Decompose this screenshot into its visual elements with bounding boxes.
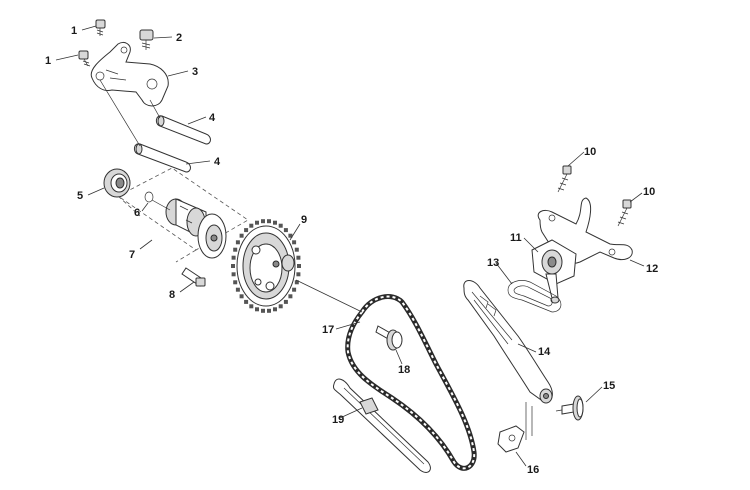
callout-7: 7 [129, 249, 135, 261]
callout-1-top: 1 [71, 25, 77, 37]
sprocket-tooth [261, 219, 265, 224]
bracket-plate-part-3 [90, 41, 169, 107]
callout-13: 13 [487, 257, 499, 269]
pin-part-8 [181, 267, 206, 287]
camshaft-part-7 [165, 198, 227, 259]
callout-labels: 1 1 2 3 4 4 5 6 7 8 9 10 10 11 12 13 14 … [45, 25, 658, 476]
sprocket-tooth [249, 304, 254, 309]
timing-chain-part-17 [345, 294, 477, 471]
sprocket-tooth [297, 264, 301, 268]
sprocket-tooth [273, 307, 277, 312]
bolt-part-1a [95, 19, 106, 36]
pin-part-4a [155, 115, 211, 145]
callout-16: 16 [527, 464, 539, 476]
stopper-part-16 [497, 425, 525, 453]
sprocket-tooth [296, 272, 301, 277]
bracket-assembly [78, 19, 211, 173]
sprocket-tooth [261, 308, 265, 313]
sprocket-tooth [292, 287, 297, 292]
snap-ring-part-6 [144, 191, 154, 203]
bolt-part-1b [78, 50, 91, 67]
callout-8: 8 [169, 289, 175, 301]
callout-14: 14 [538, 346, 551, 358]
sprocket-tooth [288, 294, 293, 299]
gasket-part-13 [507, 280, 562, 313]
callout-6: 6 [134, 207, 140, 219]
alignment-lines [151, 199, 533, 440]
callout-15: 15 [603, 380, 615, 392]
tensioner-guide-part-14 [463, 280, 553, 404]
sprocket-tooth [233, 280, 238, 285]
callout-10-upper: 10 [584, 146, 596, 158]
sprocket-tooth [278, 223, 283, 228]
bolt-part-10b [617, 199, 632, 227]
sprocket-tooth [231, 272, 236, 277]
sprocket-tooth [233, 247, 238, 252]
sprocket-tooth [231, 255, 236, 260]
camshaft-assembly [103, 167, 249, 287]
sprocket-tooth [231, 264, 235, 268]
bearing-part-5 [103, 168, 131, 198]
sprocket-tooth [255, 220, 259, 225]
sprocket-tooth [249, 223, 254, 228]
sprocket-tooth [267, 219, 271, 224]
sprocket-tooth [292, 240, 297, 245]
bolt-part-10a [557, 165, 572, 193]
bolt-part-2 [139, 29, 154, 50]
callout-12: 12 [646, 263, 658, 275]
sprocket-tooth [267, 308, 271, 313]
tensioner-assembly [507, 165, 633, 313]
callout-18: 18 [398, 364, 410, 376]
sprocket-tooth [255, 307, 259, 312]
sprocket-tooth [239, 294, 244, 299]
sprocket-tooth [239, 233, 244, 238]
callout-1-left: 1 [45, 55, 51, 67]
sprocket-tooth [273, 220, 277, 225]
callout-2: 2 [176, 32, 182, 44]
sprocket-tooth [283, 228, 288, 233]
callout-11: 11 [510, 232, 522, 244]
callout-9: 9 [301, 214, 307, 226]
sprocket-tooth [235, 287, 240, 292]
callout-4-lower: 4 [214, 156, 221, 168]
callout-4-upper: 4 [209, 112, 216, 124]
sprocket-tooth [278, 304, 283, 309]
leader-lines [55, 25, 645, 467]
callout-3: 3 [192, 66, 198, 78]
sprocket-tooth [294, 280, 299, 285]
bolt-part-18 [375, 325, 403, 351]
cam-sprocket-part-9 [231, 219, 301, 313]
callout-17: 17 [322, 324, 334, 336]
callout-19: 19 [332, 414, 344, 426]
sprocket-tooth [283, 299, 288, 304]
chain-guide-part-19 [333, 378, 431, 473]
sprocket-tooth [235, 240, 240, 245]
sprocket-tooth [288, 233, 293, 238]
tensioner-part-11 [531, 239, 577, 304]
pin-part-4b [133, 143, 191, 173]
sprocket-tooth [294, 247, 299, 252]
callout-5: 5 [77, 190, 83, 202]
sprocket-tooth [244, 228, 249, 233]
sprocket-tooth [296, 255, 301, 260]
sprocket-tooth [244, 299, 249, 304]
callout-10-right: 10 [643, 186, 655, 198]
bolt-part-15 [555, 395, 584, 421]
